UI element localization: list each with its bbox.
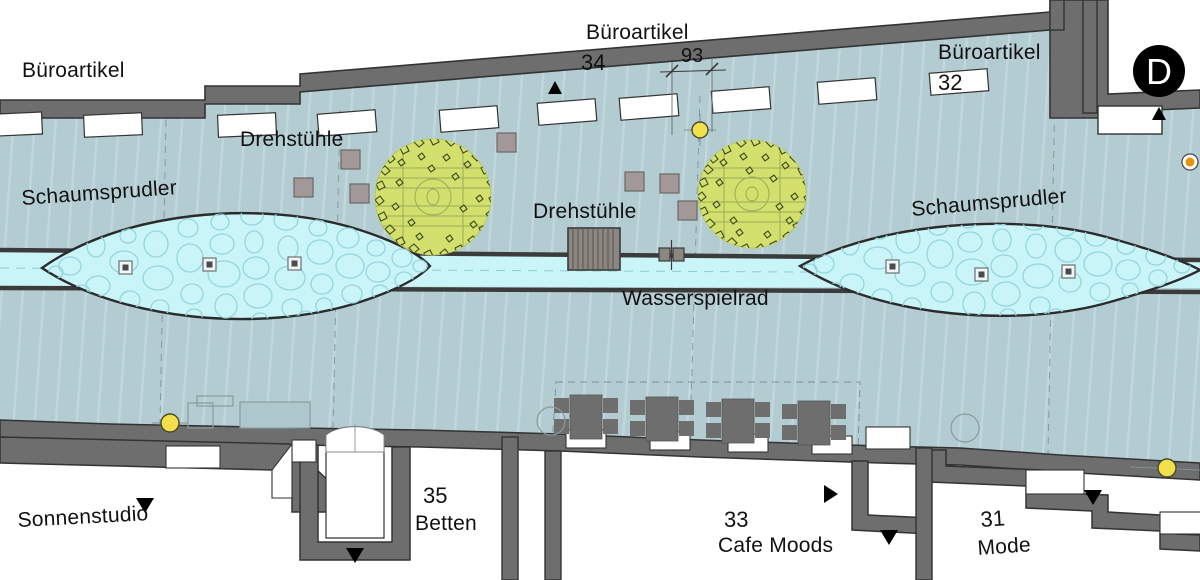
entrance-opening [1097, 105, 1163, 135]
swivel-chair [624, 171, 645, 192]
entrance-opening [618, 93, 680, 121]
entrance-opening [291, 439, 317, 463]
paving-circle-marker [536, 406, 566, 436]
label-drehstuehle-left: Drehstühle [240, 128, 344, 151]
party-wall-3 [915, 447, 933, 580]
dimension-value-93: 93 [681, 45, 703, 67]
label-buroartikel-34: Büroartikel [586, 21, 689, 44]
triangle-marker-up [1152, 107, 1166, 120]
swivel-chair [340, 149, 361, 170]
entrance-opening [165, 445, 221, 469]
label-buroartikel-32-number: 32 [938, 70, 962, 95]
entrance-opening [0, 111, 44, 137]
entrance-opening [216, 112, 278, 138]
entrance-opening [710, 86, 772, 114]
label-wasserspielrad: Wasserspielrad [622, 287, 769, 310]
label-betten-number: 35 [423, 483, 447, 508]
bollard-top-center [684, 114, 716, 146]
swivel-chair [677, 200, 698, 221]
cafe-terrace-furniture [536, 394, 980, 446]
label-betten-name: Betten [415, 512, 477, 535]
guide-line-vertical-4 [159, 119, 167, 425]
entrance-opening [82, 112, 144, 138]
drehstuehle-furniture [293, 132, 698, 221]
tree-left-paving [375, 139, 491, 255]
bottom-wall-assembly [0, 419, 1200, 580]
party-wall-2 [544, 450, 562, 580]
top-wall-entrances [0, 68, 1163, 138]
cafe-table-group [554, 394, 618, 440]
entrance-opening [865, 426, 911, 450]
label-cafe-number: 33 [724, 507, 748, 532]
entrance-opening [316, 109, 378, 137]
triangle-marker-down [346, 548, 364, 563]
swivel-chair [496, 132, 517, 153]
triangle-marker-down [548, 81, 562, 94]
bollards [152, 114, 1200, 478]
party-wall-1 [501, 436, 519, 580]
label-buroartikel-32: Büroartikel [938, 41, 1041, 64]
paving-circle-marker [950, 413, 980, 443]
waterwheel-sluice [658, 240, 685, 270]
bollard-bottom-left [152, 413, 188, 433]
entrance-opening [1159, 511, 1200, 535]
arched-vestibules [271, 424, 385, 539]
top-wall-assembly [0, 0, 1200, 119]
label-mode-name: Mode [977, 533, 1032, 560]
label-cafe-name: Cafe Moods [718, 534, 833, 557]
label-buroartikel-topleft: Büroartikel [22, 59, 125, 82]
pool-left-schaumsprudler [39, 211, 432, 321]
entrance-opening [928, 68, 990, 96]
entrance-opening [536, 98, 598, 126]
entrance-opening [816, 77, 878, 105]
bollard-right-top [1181, 153, 1199, 171]
service-hatches [187, 395, 311, 429]
label-buroartikel-34-number: 34 [581, 50, 605, 75]
right-wall-divider [1049, 0, 1098, 114]
bollard-bottom-right [1129, 458, 1200, 478]
triangle-marker-down [880, 530, 898, 545]
triangle-marker-down [136, 498, 154, 513]
zone-marker-d: D [1133, 45, 1185, 97]
zone-marker-letter: D [1146, 51, 1172, 92]
cafe-table-group [706, 398, 770, 444]
swivel-chair [349, 183, 370, 204]
triangle-marker-left [824, 485, 838, 503]
entrance-opening [438, 105, 500, 133]
swivel-chair [293, 177, 314, 198]
triangle-marker-down [1084, 490, 1102, 505]
tree-right [697, 139, 807, 249]
wasserspielrad-waterwheel [567, 227, 685, 271]
pool-right-nozzles [885, 259, 1076, 282]
dimension-93 [659, 58, 727, 135]
cafe-table-group [782, 400, 846, 446]
pool-left-nozzles [118, 256, 302, 275]
entrance-opening [1025, 469, 1085, 495]
direction-markers [136, 81, 1166, 563]
cafe-table-group [630, 396, 694, 442]
tree-left [374, 138, 492, 256]
sonnenstudio-vestibule [271, 442, 293, 499]
label-mode-number: 31 [980, 505, 1006, 532]
label-drehstuehle-center: Drehstühle [533, 200, 637, 223]
swivel-chair [659, 173, 680, 194]
